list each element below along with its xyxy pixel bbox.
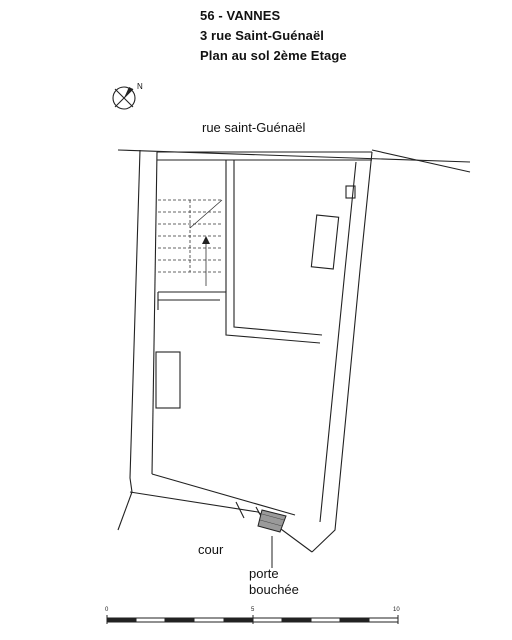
courtyard-label: cour: [198, 542, 224, 557]
scale-label-mid: 5: [251, 607, 255, 613]
title-block: 56 - VANNES 3 rue Saint-Guénaël Plan au …: [200, 6, 347, 66]
blocked-door-label-line1: porte: [249, 566, 279, 581]
street-label: rue saint-Guénaël: [202, 120, 306, 135]
blocked-door-hatch: [257, 509, 287, 533]
title-city: 56 - VANNES: [200, 8, 281, 23]
scale-label-start: 0: [105, 607, 109, 613]
building-walls: [117, 149, 373, 553]
title-plan-name: Plan au sol 2ème Etage: [200, 48, 347, 63]
scale-label-end: 10: [393, 607, 400, 613]
street-edge: [117, 149, 471, 173]
staircase: [158, 199, 223, 286]
blocked-door-label-line2: bouchée: [249, 582, 299, 597]
title-address: 3 rue Saint-Guénaël: [200, 28, 324, 43]
scale-bar: [106, 615, 399, 624]
north-label: N: [137, 82, 143, 91]
north-arrow-icon: [112, 86, 136, 110]
